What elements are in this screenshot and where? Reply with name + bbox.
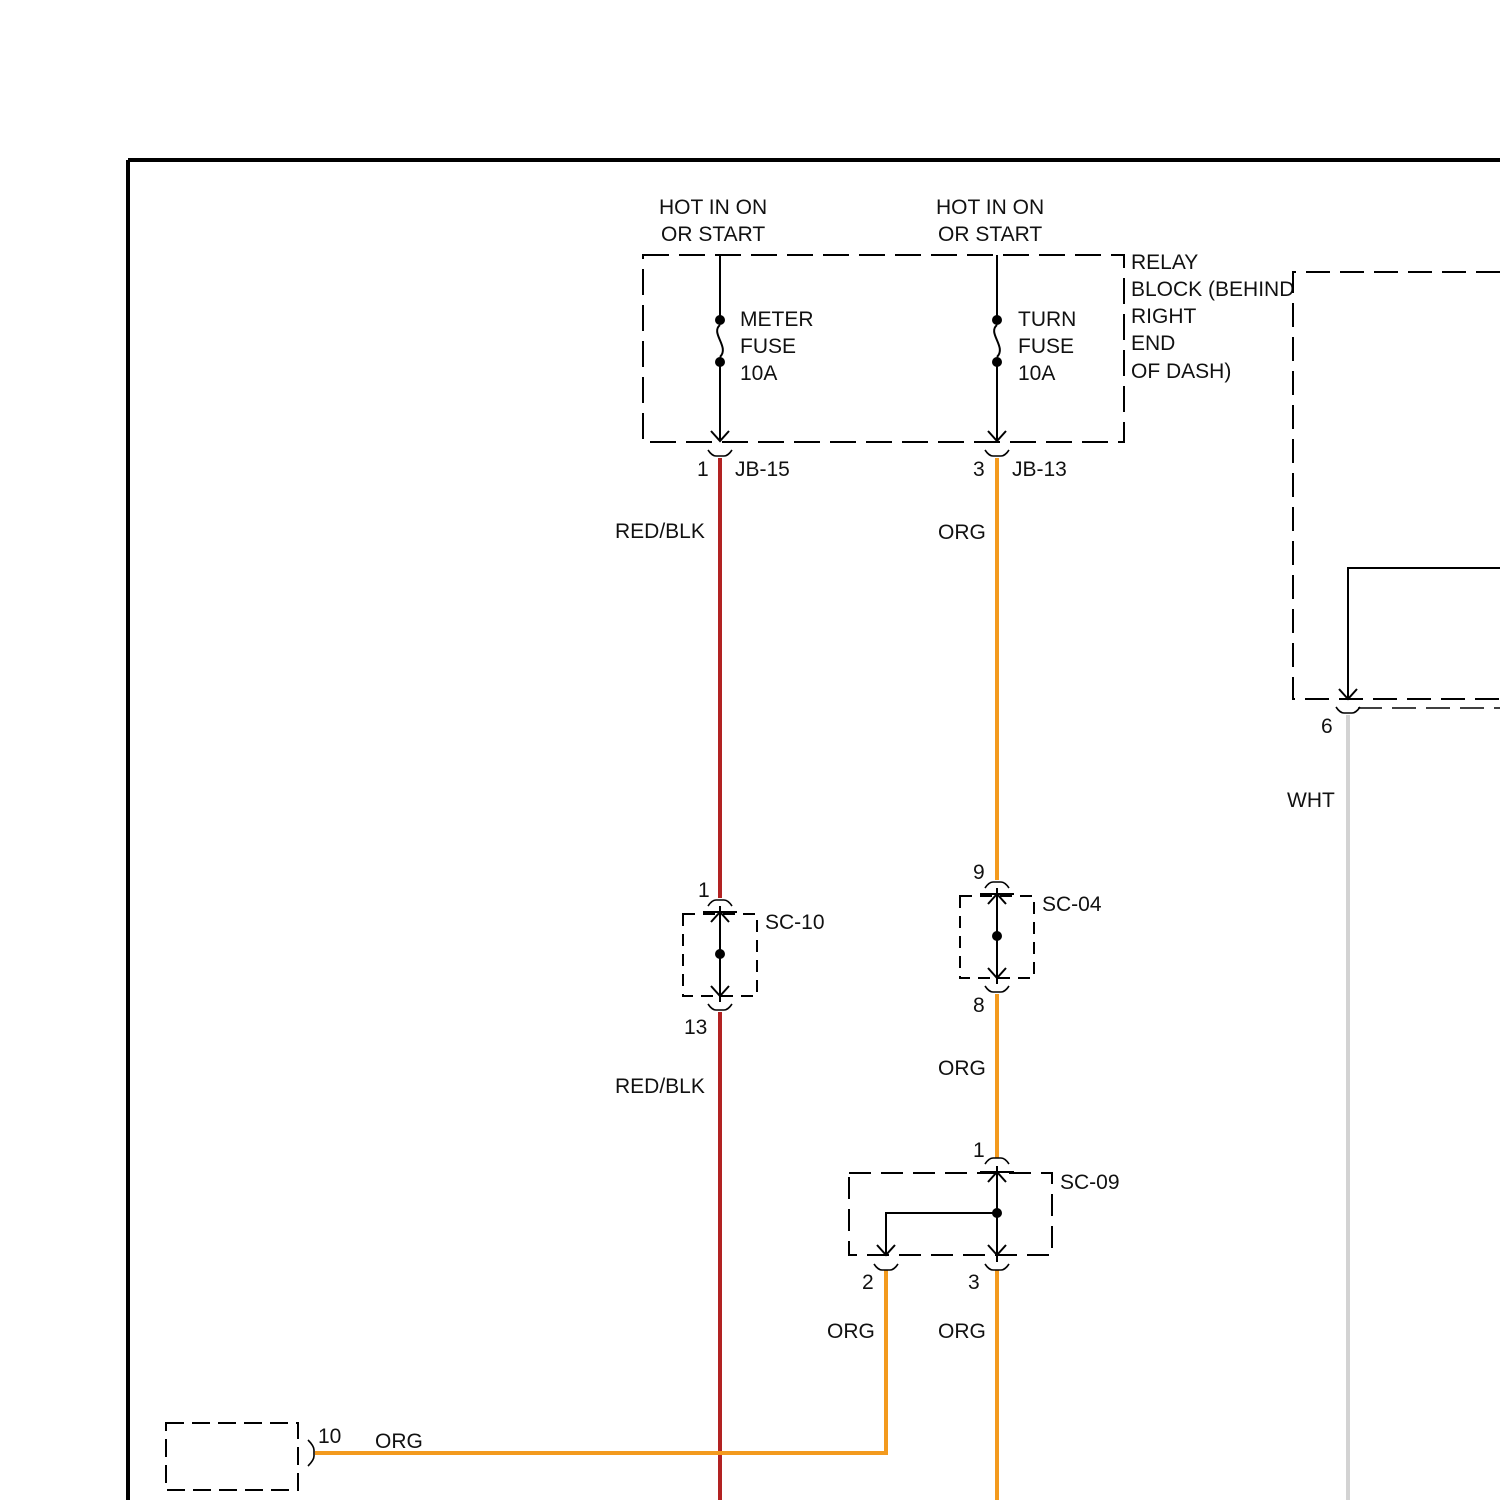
sc09-out2-wire-label: ORG [827,1320,875,1343]
sc09-label: SC-09 [1060,1171,1120,1194]
jb13-connector-cap [985,450,1009,456]
turn-fuse-label-line2: FUSE [1018,335,1074,358]
turn-fuse-label-line3: 10A [1018,362,1055,385]
sc10-pin-out: 13 [684,1016,707,1039]
right-block-pin: 6 [1321,715,1333,738]
left-component-box [166,1423,314,1490]
meter-fuse-label-line1: METER [740,308,814,331]
relay-block-label-line3: RIGHT [1131,305,1197,328]
sc09-pin-out-b: 3 [968,1271,980,1294]
meter-fuse-label-line2: FUSE [740,335,796,358]
turn-wire-upper-label: ORG [938,521,986,544]
sc04-label: SC-04 [1042,893,1102,916]
sc09-pin-in: 1 [973,1139,985,1162]
turn-fuse-symbol [988,255,1006,441]
right-block [1293,272,1500,713]
relay-block-label-line1: RELAY [1131,251,1198,274]
sc09-branch-wire [315,1270,886,1453]
sc09-out3-wire-label: ORG [938,1320,986,1343]
sc04-pin-out: 8 [973,994,985,1017]
turn-wire-mid-label: ORG [938,1057,986,1080]
jb13-pin-number: 3 [973,458,985,481]
page-frame [128,160,1500,1500]
meter-wire-upper-label: RED/BLK [615,520,705,543]
relay-block-label-line5: OF DASH) [1131,360,1231,383]
meter-fuse-symbol [711,255,729,441]
jb15-connector-label: JB-15 [735,458,790,481]
sc04-splice [960,882,1034,992]
meter-hot-label-line1: HOT IN ON [659,196,767,219]
left-component-pin: 10 [318,1425,341,1448]
relay-block-label-line4: END [1131,332,1175,355]
relay-block-label-line2: BLOCK (BEHIND [1131,278,1294,301]
turn-hot-label-line2: OR START [938,223,1042,246]
sc10-splice [683,900,757,1010]
right-wht-wire-label: WHT [1287,789,1335,812]
turn-fuse-label-line1: TURN [1018,308,1076,331]
sc09-pin-out-a: 2 [862,1271,874,1294]
sc10-label: SC-10 [765,911,825,934]
sc04-pin-in: 9 [973,861,985,884]
meter-wire-lower-label: RED/BLK [615,1075,705,1098]
jb15-pin-number: 1 [697,458,709,481]
turn-hot-label-line1: HOT IN ON [936,196,1044,219]
meter-hot-label-line2: OR START [661,223,765,246]
meter-fuse-label-line3: 10A [740,362,777,385]
left-branch-wire-label: ORG [375,1430,423,1453]
jb13-connector-label: JB-13 [1012,458,1067,481]
jb15-connector-cap [708,450,732,456]
sc09-splice [849,1158,1052,1270]
sc10-pin-in: 1 [698,879,710,902]
